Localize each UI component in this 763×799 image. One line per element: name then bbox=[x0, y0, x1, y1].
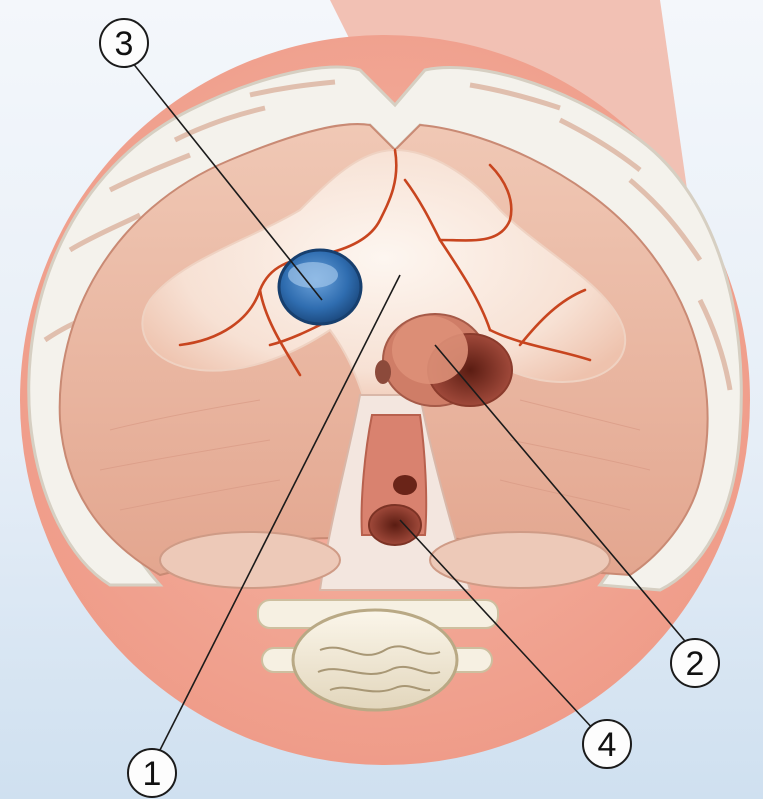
callout-1: 1 bbox=[128, 749, 176, 797]
callout-3: 3 bbox=[100, 19, 148, 67]
aortic-hiatus bbox=[369, 505, 421, 545]
esophagus-lumen bbox=[392, 316, 468, 384]
left-psoas bbox=[160, 532, 340, 588]
callout-2: 2 bbox=[671, 639, 719, 687]
accessory-opening bbox=[393, 475, 417, 495]
right-psoas bbox=[430, 532, 610, 588]
callout-1-label: 1 bbox=[143, 755, 162, 793]
callout-4-label: 4 bbox=[598, 726, 617, 764]
callout-3-label: 3 bbox=[115, 25, 134, 63]
callout-2-label: 2 bbox=[686, 645, 705, 683]
callout-4: 4 bbox=[583, 720, 631, 768]
left-small-opening bbox=[375, 360, 391, 384]
